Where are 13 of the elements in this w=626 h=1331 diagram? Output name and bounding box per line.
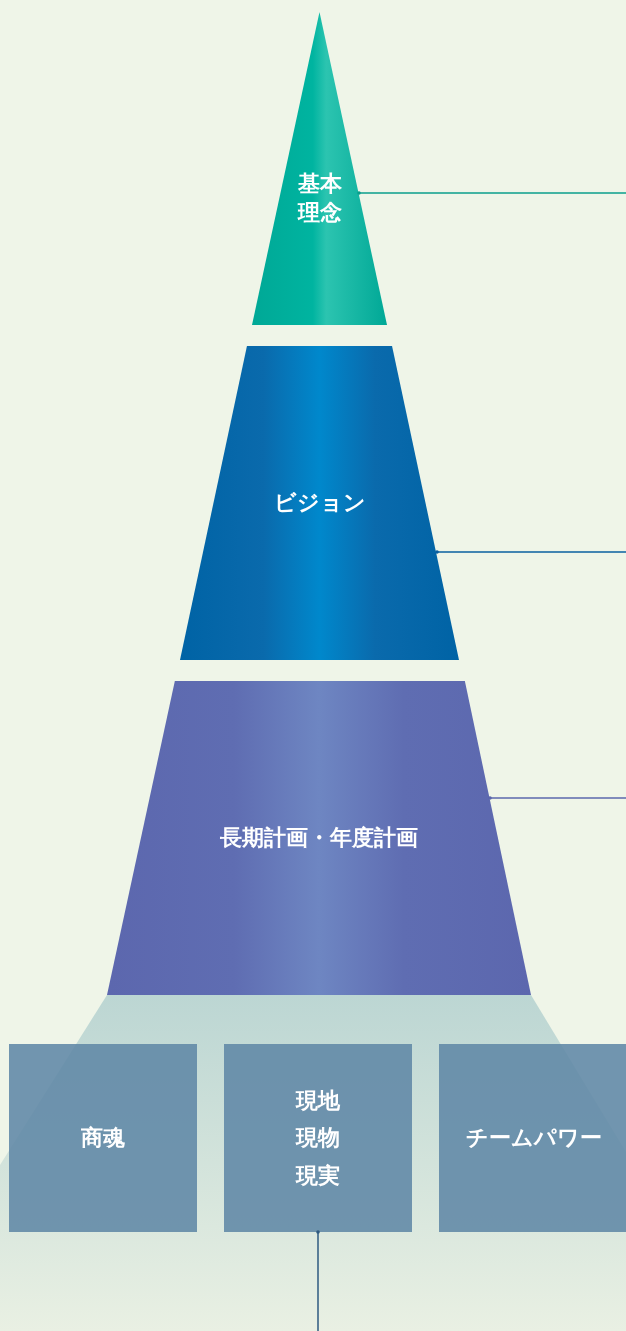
- tier-label: ビジョン: [273, 489, 366, 518]
- tier-label: 長期計画・年度計画: [220, 824, 418, 853]
- tier-label: 商魂: [81, 1124, 125, 1153]
- tier-label: チームパワー: [466, 1124, 602, 1153]
- value-box: [224, 1044, 412, 1232]
- value-box: [439, 1044, 626, 1232]
- leader-line: [357, 191, 626, 195]
- leader-line: [435, 550, 626, 554]
- leader-line: [316, 1230, 320, 1331]
- tier-label: 現地現物現実: [294, 1086, 341, 1190]
- value-box: [9, 1044, 197, 1232]
- tier-label: 基本理念: [296, 169, 343, 227]
- leader-line: [488, 796, 626, 800]
